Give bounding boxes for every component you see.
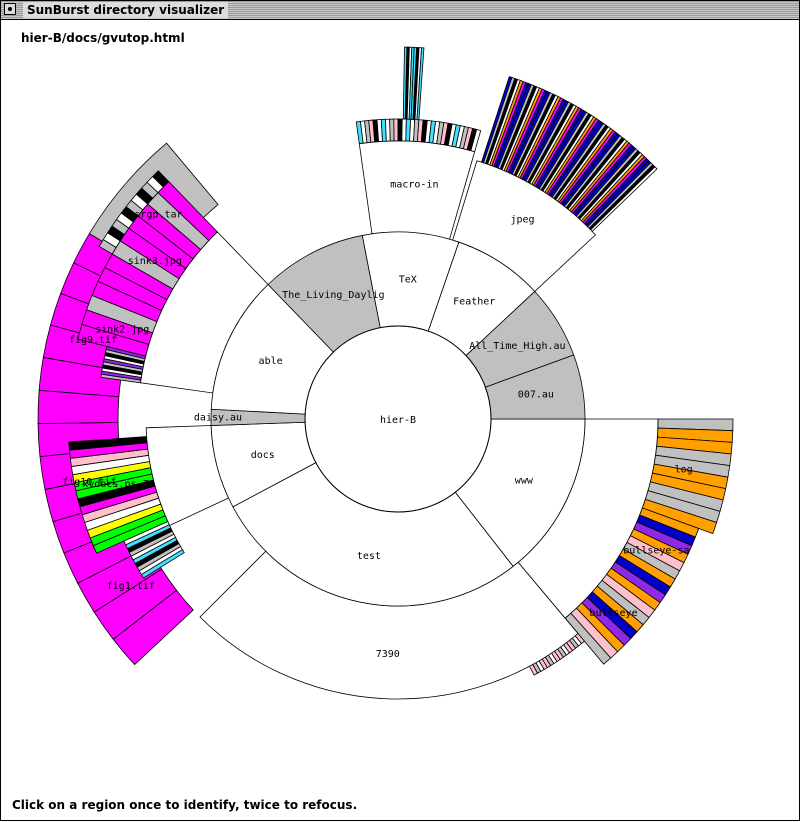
title-bar[interactable]: SunBurst directory visualizer (1, 1, 799, 20)
file-macro-top-strip[interactable] (416, 47, 425, 121)
label-living: The_Living_Daylig (282, 290, 384, 301)
label-daisy: daisy.au (194, 412, 242, 423)
label-feather: Feather (453, 297, 495, 308)
current-path: hier-B/docs/gvutop.html (21, 31, 185, 45)
file-macro-strip[interactable] (393, 118, 399, 142)
root-label: hier-B (380, 415, 416, 426)
label-fig9: fig9.tif (69, 335, 117, 346)
label-able: able (259, 356, 283, 367)
label-fig1: fig1.tif (107, 581, 155, 592)
label-xvdocs: xvdocs.ps.Z (82, 479, 148, 490)
label-docs: docs (251, 450, 275, 461)
label-test: test (357, 551, 381, 562)
label-www: www (515, 475, 534, 486)
close-box-icon[interactable] (4, 3, 16, 15)
label-jpeg: jpeg (510, 215, 534, 226)
label-alltime: All_Time_High.au (469, 341, 565, 352)
label-bullseye: bullseye (589, 608, 637, 619)
label-log: log (675, 464, 693, 475)
root-circle[interactable] (304, 325, 492, 513)
label-sink3: sink3.jpg (128, 256, 182, 267)
segment-labels: www test docs daisy.au able The_Living_Daylig… (62, 180, 692, 660)
window-title: SunBurst directory visualizer (23, 2, 229, 18)
middle-folder-wedges[interactable] (140, 140, 659, 700)
label-macro: macro-in (390, 180, 438, 191)
label-fig10: fig10.tif (62, 477, 116, 488)
label-sink2: sink2.jpg (95, 324, 149, 335)
label-bullseye-sa: bullseye-sa (623, 546, 689, 557)
top-level-folder-wedges[interactable] (210, 231, 586, 607)
file-macro-strip[interactable] (389, 118, 395, 142)
label-007: 007.au (518, 390, 554, 401)
label-srgp: srgp.tar (134, 209, 182, 220)
file-able-c-strip[interactable] (152, 170, 170, 188)
label-7390: 7390 (376, 649, 400, 660)
label-tex: TeX (399, 274, 417, 285)
status-hint: Click on a region once to identify, twic… (12, 798, 358, 812)
